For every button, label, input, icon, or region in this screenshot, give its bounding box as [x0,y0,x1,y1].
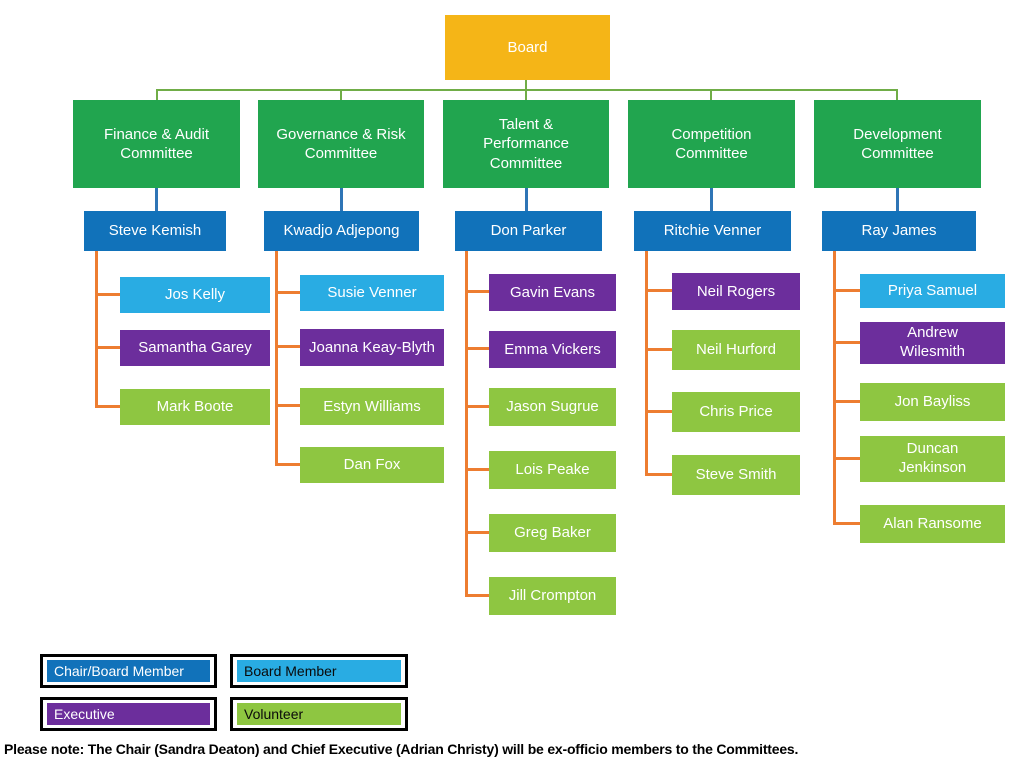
connector-trunk-4 [645,251,648,476]
chair-box-finance-audit: Steve Kemish [84,211,226,251]
connector-branch [95,405,120,408]
connector-branch [465,290,489,293]
connector-branch [275,291,300,294]
legend-item-executive: Executive [40,697,217,731]
connector-branch [465,405,489,408]
connector-branch [95,346,120,349]
connector-chair-stub-5 [896,188,899,211]
connector-branch [645,289,672,292]
member-box: Neil Hurford [672,330,800,370]
connector-branch [833,289,860,292]
member-box: Jon Bayliss [860,383,1005,421]
connector-branch [645,348,672,351]
member-box: Joanna Keay-Blyth [300,329,444,366]
committee-talent-performance-box: Talent & Performance Committee [443,100,609,188]
connector-branch [465,347,489,350]
connector-trunk-2 [275,251,278,466]
member-box: Estyn Williams [300,388,444,425]
connector-committee-stub-1 [156,89,158,100]
connector-chair-stub-2 [340,188,343,211]
connector-committee-stub-4 [710,89,712,100]
member-box: Jos Kelly [120,277,270,313]
connector-branch [95,293,120,296]
chair-box-competition: Ritchie Venner [634,211,791,251]
chair-box-talent-performance: Don Parker [455,211,602,251]
connector-trunk-5 [833,251,836,525]
footnote: Please note: The Chair (Sandra Deaton) a… [4,741,799,757]
member-box: Andrew Wilesmith [860,322,1005,364]
connector-branch [275,345,300,348]
member-box: Jason Sugrue [489,388,616,426]
connector-branch [465,531,489,534]
connector-chair-stub-4 [710,188,713,211]
member-box: Samantha Garey [120,330,270,366]
legend-swatch-board-member: Board Member [237,660,401,682]
connector-committee-stub-2 [340,89,342,100]
connector-branch [465,468,489,471]
chair-box-development: Ray James [822,211,976,251]
connector-branch [275,463,300,466]
committee-finance-audit-box: Finance & Audit Committee [73,100,240,188]
connector-branch [275,404,300,407]
committee-governance-risk-box: Governance & Risk Committee [258,100,424,188]
connector-branch [833,522,860,525]
connector-branch [833,341,860,344]
connector-committee-stub-5 [896,89,898,100]
connector-branch [645,410,672,413]
member-box: Jill Crompton [489,577,616,615]
connector-chair-stub-1 [155,188,158,211]
legend-swatch-volunteer: Volunteer [237,703,401,725]
legend-swatch-chair: Chair/Board Member [47,660,210,682]
chair-box-governance-risk: Kwadjo Adjepong [264,211,419,251]
member-box: Chris Price [672,392,800,432]
connector-chair-stub-3 [525,188,528,211]
legend-item-chair: Chair/Board Member [40,654,217,688]
legend-item-volunteer: Volunteer [230,697,408,731]
member-box: Greg Baker [489,514,616,552]
connector-branch [833,400,860,403]
member-box: Neil Rogers [672,273,800,310]
member-box: Priya Samuel [860,274,1005,308]
connector-board-rail [156,89,898,91]
connector-branch [833,457,860,460]
member-box: Emma Vickers [489,331,616,368]
board-box: Board [445,15,610,80]
legend-item-board-member: Board Member [230,654,408,688]
member-box: Alan Ransome [860,505,1005,543]
legend-swatch-executive: Executive [47,703,210,725]
connector-trunk-1 [95,251,98,408]
connector-trunk-3 [465,251,468,597]
member-box: Dan Fox [300,447,444,483]
committee-competition-box: Competition Committee [628,100,795,188]
connector-branch [465,594,489,597]
member-box: Lois Peake [489,451,616,489]
member-box: Duncan Jenkinson [860,436,1005,482]
committee-development-box: Development Committee [814,100,981,188]
member-box: Gavin Evans [489,274,616,311]
member-box: Susie Venner [300,275,444,311]
member-box: Steve Smith [672,455,800,495]
connector-branch [645,473,672,476]
member-box: Mark Boote [120,389,270,425]
